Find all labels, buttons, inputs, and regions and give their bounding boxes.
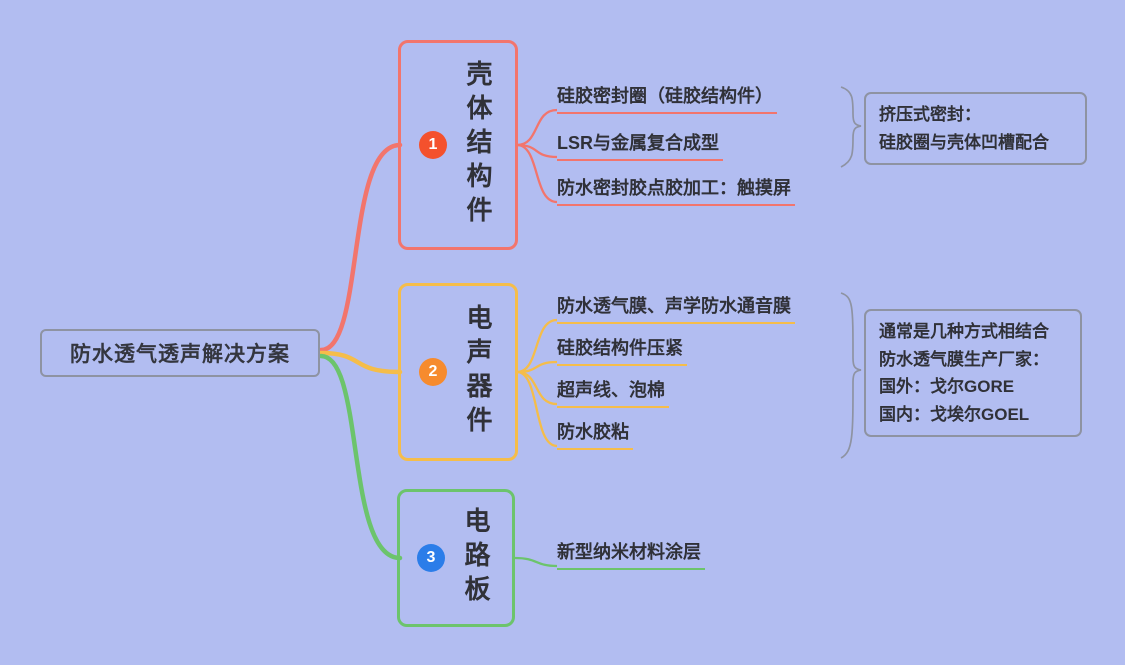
subtopic-label[interactable]: 硅胶密封圈（硅胶结构件）: [557, 85, 777, 114]
summary-brace-2: [840, 292, 862, 459]
subtopic-label[interactable]: 新型纳米材料涂层: [557, 541, 705, 570]
branch-2-child-4-connector: [516, 370, 558, 448]
branch-1-child-2-connector: [516, 143, 558, 159]
branch-topic-1-label: 壳体结构件: [463, 60, 493, 230]
branch-2-child-1-connector: [516, 318, 558, 374]
subtopic-label[interactable]: 超声线、泡棉: [557, 379, 669, 408]
branch-3-main-connector: [318, 353, 403, 561]
branch-topic-1[interactable]: 1 壳体结构件: [398, 40, 518, 250]
branch-topic-2-label: 电声器件: [463, 304, 493, 440]
summary-note-1[interactable]: 挤压式密封： 硅胶圈与壳体凹槽配合: [864, 92, 1087, 166]
summary-note-2[interactable]: 通常是几种方式相结合 防水透气膜生产厂家： 国外：戈尔GORE 国内：戈埃尔GO…: [864, 309, 1082, 438]
numbered-badge-2-icon: 2: [419, 358, 447, 386]
subtopic-label[interactable]: LSR与金属复合成型: [557, 132, 723, 161]
subtopic-label[interactable]: 防水透气膜、声学防水通音膜: [557, 295, 795, 324]
branch-2-main-connector: [318, 350, 403, 375]
subtopic-label[interactable]: 防水胶粘: [557, 421, 633, 450]
subtopic-label[interactable]: 硅胶结构件压紧: [557, 337, 687, 366]
branch-1-main-connector: [318, 142, 403, 353]
subtopic-label[interactable]: 防水密封胶点胶加工：触摸屏: [557, 177, 795, 206]
branch-2-child-3-connector: [516, 370, 558, 406]
numbered-badge-1-icon: 1: [419, 131, 447, 159]
branch-topic-2[interactable]: 2 电声器件: [398, 283, 518, 461]
root-topic[interactable]: 防水透气透声解决方案: [40, 329, 320, 377]
branch-1-child-1-connector: [516, 108, 558, 147]
branch-topic-3[interactable]: 3 电路板: [397, 489, 515, 627]
numbered-badge-3-icon: 3: [417, 544, 445, 572]
branch-1-child-3-connector: [516, 143, 558, 204]
branch-2-child-2-connector: [516, 360, 558, 374]
branch-topic-3-label: 电路板: [461, 507, 491, 609]
summary-brace-1: [840, 86, 862, 168]
root-topic-label: 防水透气透声解决方案: [70, 343, 290, 366]
branch-3-child-1-connector: [514, 556, 558, 568]
